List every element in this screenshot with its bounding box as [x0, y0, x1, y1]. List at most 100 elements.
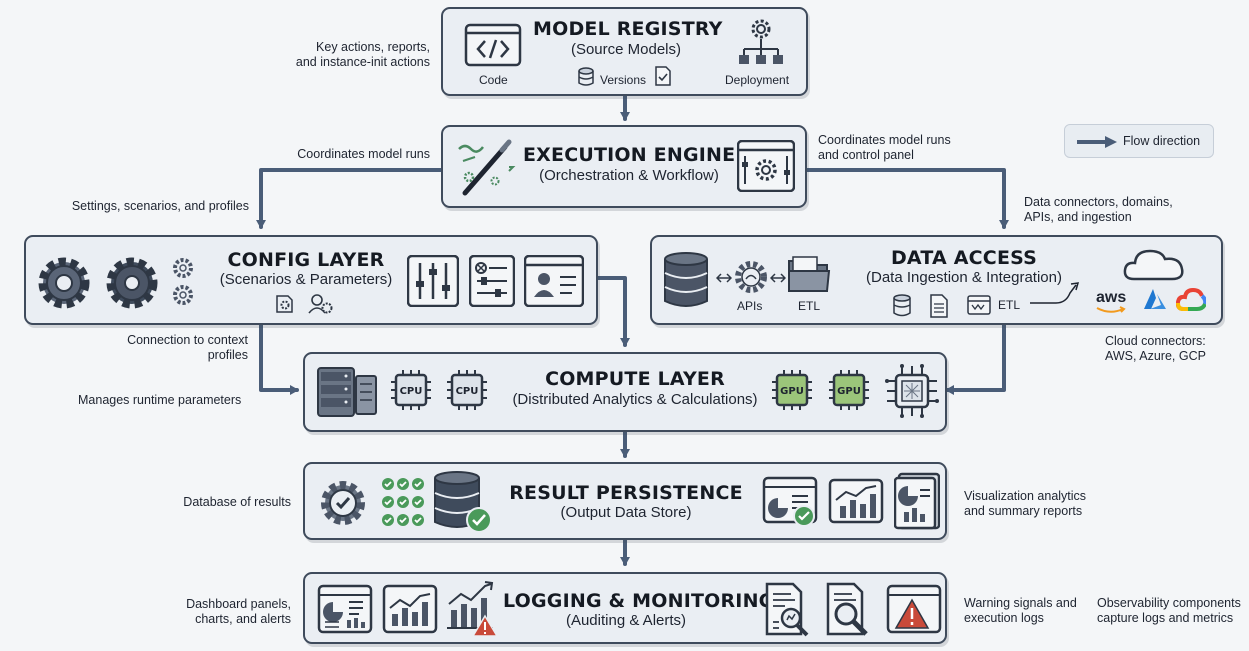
note-key-actions: Key actions, reports,and instance-init a… — [295, 40, 430, 69]
arrow-data-to-compute — [945, 323, 1006, 395]
cpu-chip-icon: CPU — [391, 370, 431, 410]
data-access-box: APIs ETL DATA ACCESS (Data Ingestion & I… — [650, 235, 1223, 325]
gpu-chip-label: GPU — [780, 386, 804, 397]
cpu-chip-label: CPU — [400, 386, 423, 397]
config-layer-box: CONFIG LAYER (Scenarios & Parameters) — [24, 235, 598, 325]
profile-settings-icon — [276, 295, 293, 313]
gpu-chip-label: GPU — [837, 386, 861, 397]
server-rack-icon — [317, 367, 377, 417]
execution-engine-box: EXECUTION ENGINE (Orchestration & Workfl… — [441, 125, 807, 208]
database-check-icon — [434, 471, 492, 533]
note-settings: Settings, scenarios, and profiles — [71, 199, 249, 213]
data-access-subtitle: (Data Ingestion & Integration) — [866, 269, 1062, 286]
line-bar-chart-icon — [828, 478, 884, 524]
config-layer-subtitle: (Scenarios & Parameters) — [219, 271, 393, 288]
user-settings-icon — [308, 294, 333, 314]
note-database-results: Database of results — [183, 495, 291, 509]
etl-window-icon — [967, 295, 991, 315]
cloud-link-arrow-icon — [1030, 282, 1080, 304]
note-manages-runtime: Manages runtime parameters — [78, 393, 242, 407]
small-gear-icon — [173, 285, 193, 305]
apis-label: APIs — [737, 299, 763, 313]
config-form-icon — [469, 255, 515, 307]
database-icon — [578, 67, 594, 86]
model-registry-subtitle: (Source Models) — [570, 41, 682, 58]
database-icon — [664, 252, 708, 307]
logging-monitoring-box: LOGGING & MONITORING (Auditing & Alerts) — [303, 572, 947, 644]
data-access-title: DATA ACCESS — [890, 247, 1038, 269]
database-small-icon — [893, 294, 911, 317]
gear-check-icon — [321, 481, 365, 525]
processor-circuit-icon — [885, 364, 939, 418]
note-dashboard: Dashboard panels,charts, and alerts — [186, 597, 291, 626]
checklist-icon — [382, 478, 424, 526]
logging-monitoring-title: LOGGING & MONITORING — [503, 590, 775, 612]
control-panel-icon — [737, 140, 795, 192]
result-persistence-title: RESULT PERSISTENCE — [509, 482, 743, 504]
result-persistence-box: RESULT PERSISTENCE (Output Data Store) — [303, 462, 947, 540]
azure-logo-icon — [1144, 289, 1166, 309]
gear-icon — [106, 257, 158, 309]
model-registry-title: MODEL REGISTRY — [533, 18, 723, 40]
aws-logo-text: aws — [1096, 289, 1127, 306]
model-registry-box: MODEL REGISTRY (Source Models) Code Vers… — [441, 7, 808, 96]
note-cloud-connectors: Cloud connectors:AWS, Azure, GCP — [1105, 334, 1206, 363]
gcp-logo-icon — [1176, 287, 1206, 311]
deployment-label: Deployment — [725, 73, 790, 87]
arrow-engine-to-config — [256, 168, 443, 229]
document-icon — [930, 294, 948, 318]
gear-icon — [38, 257, 90, 309]
bidirectional-arrow-icon — [716, 273, 732, 283]
config-layer-title: CONFIG LAYER — [227, 249, 385, 271]
folder-icon — [788, 256, 831, 292]
result-persistence-subtitle: (Output Data Store) — [560, 504, 692, 521]
sliders-icon — [407, 255, 459, 307]
bar-chart-icon — [382, 584, 438, 634]
execution-engine-subtitle: (Orchestration & Workflow) — [539, 167, 719, 184]
wand-icon — [458, 139, 516, 196]
versions-label: Versions — [600, 73, 647, 87]
compute-layer-subtitle: (Distributed Analytics & Calculations) — [512, 391, 758, 408]
note-data-connectors: Data connectors, domains,APIs, and inges… — [1024, 195, 1173, 224]
legend-label: Flow direction — [1123, 134, 1201, 148]
logging-monitoring-subtitle: (Auditing & Alerts) — [565, 612, 687, 629]
compute-layer-box: CPU CPU COMPUTE LAYER (Distributed Analy… — [303, 352, 947, 432]
cpu-chip-icon: CPU — [447, 370, 487, 410]
arrow-engine-to-data — [805, 168, 1009, 229]
aws-smile-icon — [1096, 306, 1126, 313]
note-coordinates-left: Coordinates model runs — [297, 147, 430, 161]
flow-arrow-icon — [1077, 136, 1117, 148]
gpu-chip-icon: GPU — [829, 370, 869, 410]
code-icon — [464, 23, 522, 67]
aws-logo: aws — [1096, 289, 1127, 313]
bidirectional-arrow-icon — [770, 273, 786, 283]
chart-alert-icon — [447, 581, 499, 637]
arrow-config-to-compute-top — [596, 276, 630, 347]
code-label: Code — [479, 73, 508, 87]
arrow-config-to-compute-left — [259, 323, 299, 395]
legend: Flow direction — [1064, 124, 1214, 158]
profile-window-icon — [524, 255, 584, 307]
report-document-icon — [894, 472, 940, 530]
execution-engine-title: EXECUTION ENGINE — [523, 144, 736, 166]
log-search-icon — [765, 582, 809, 637]
warning-window-icon — [886, 584, 942, 634]
document-magnifier-icon — [826, 582, 868, 636]
report-check-icon — [762, 476, 818, 527]
small-gear-icon — [173, 258, 193, 278]
deployment-icon — [739, 19, 783, 64]
cloud-icon — [1123, 249, 1184, 281]
etl-label-bottom: ETL — [998, 298, 1021, 312]
gpu-chip-icon: GPU — [772, 370, 812, 410]
etl-label-top: ETL — [798, 299, 821, 313]
compute-layer-title: COMPUTE LAYER — [545, 368, 725, 390]
document-check-icon — [655, 66, 671, 86]
dashboard-panel-icon — [317, 584, 373, 634]
api-gear-icon — [735, 261, 767, 293]
